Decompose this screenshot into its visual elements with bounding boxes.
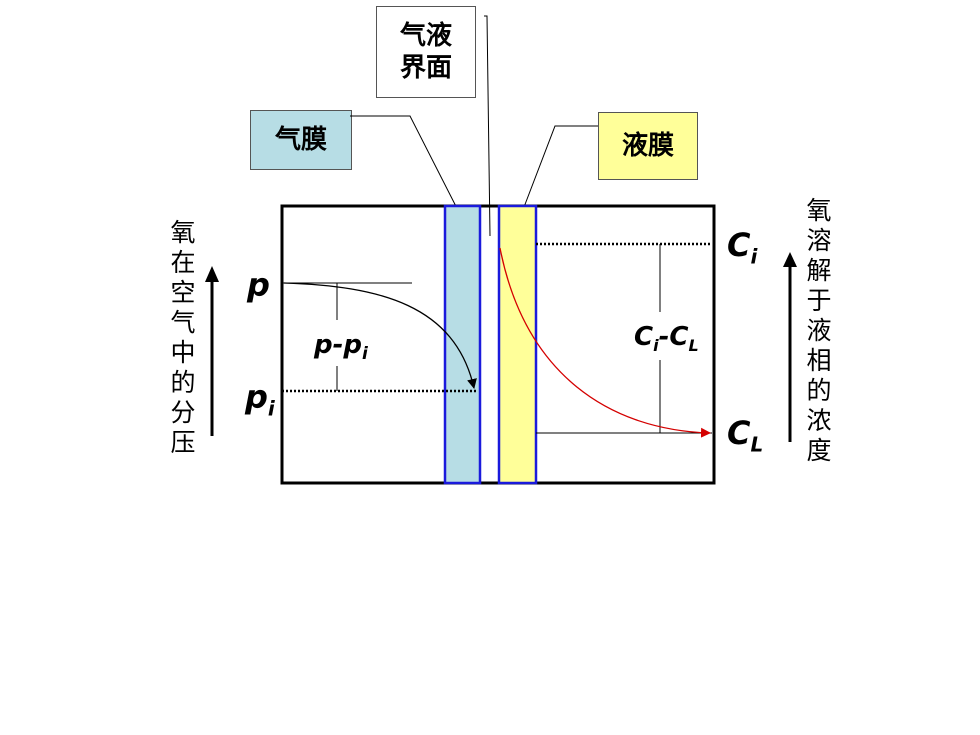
axis-label-char: 氧 [806, 196, 832, 225]
p-minus-pi-label: p-pi [314, 330, 368, 365]
axis-label-char: 的 [806, 376, 832, 405]
interface-label-line1: 气液 [399, 21, 452, 51]
gas-film-leader-line [350, 115, 468, 229]
gas-film-label-box: 气膜 [250, 110, 352, 170]
liquid-film-label-box: 液膜 [598, 112, 698, 180]
axis-label-char: 压 [170, 428, 196, 457]
axis-label-char: 相 [806, 346, 832, 375]
gas-film-band [443, 204, 482, 485]
interface-label-box: 气液 界面 [376, 6, 476, 98]
axis-label-char: 浓 [806, 406, 832, 435]
gas-concentration-curve [283, 282, 477, 389]
ci-label: Ci [727, 226, 758, 269]
right-axis-arrow-head [783, 252, 797, 267]
axis-label-char: 空 [170, 278, 196, 307]
ci-minus-cl-label: Ci-CL [634, 322, 699, 356]
liquid-film-leader-line [515, 125, 598, 229]
cl-label: CL [727, 414, 764, 457]
interface-label-line2: 界面 [399, 53, 452, 83]
axis-label-char: 解 [806, 256, 832, 285]
axis-label-char: 溶 [806, 226, 832, 255]
liquid-concentration-curve [499, 247, 711, 438]
axis-label-char: 在 [170, 248, 196, 277]
axis-label-char: 于 [806, 286, 832, 315]
p-label: p [247, 266, 270, 304]
right-axis-label: 氧溶解于液相的浓度 [802, 196, 836, 466]
gas-film-label: 气膜 [274, 125, 327, 155]
axis-label-char: 气 [170, 308, 196, 337]
axis-label-char: 的 [170, 368, 196, 397]
axis-label-char: 中 [170, 338, 196, 367]
left-axis-label: 氧在空气中的分压 [166, 218, 200, 458]
liquid-film-label: 液膜 [621, 131, 674, 161]
interface-leader-line [484, 15, 491, 237]
axis-label-char: 氧 [170, 218, 196, 247]
axis-label-char: 液 [806, 316, 832, 345]
axis-label-char: 度 [806, 436, 832, 465]
left-axis-arrow-head [205, 266, 219, 282]
axis-label-char: 分 [170, 398, 196, 427]
pi-label: pi [245, 378, 275, 421]
liquid-film-band [497, 204, 538, 485]
